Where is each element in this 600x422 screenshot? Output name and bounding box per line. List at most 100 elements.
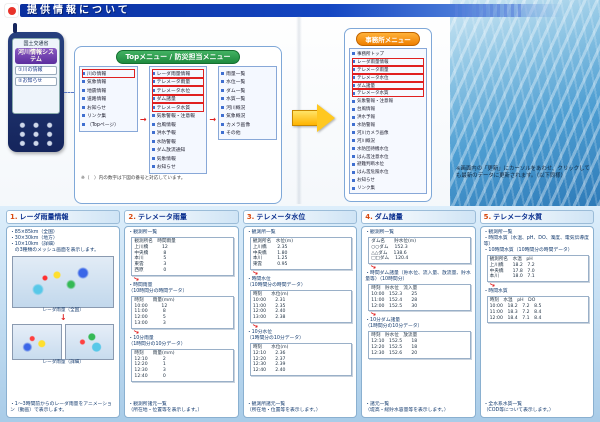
menu-item: 河川概況: [221, 103, 274, 112]
bousai-menu-list: レーダ雨量情報 テレメータ雨量 テレメータ水位 ダム諸量: [148, 66, 208, 174]
panel-section: ・時間水位 （10時間分の時間データ） 時刻 水位(m) 10:00 2.31 …: [246, 276, 353, 331]
menu-item: 気象警報・注意報: [151, 112, 205, 121]
bullet-square-icon: [151, 165, 155, 169]
menu-item: カメラ画像: [221, 120, 274, 129]
red-dot-icon: [7, 6, 16, 15]
phone-menu-list: ①川の情報 ②お知らせ: [14, 66, 58, 86]
bullet-square-icon: [151, 156, 155, 160]
bullet-square-icon: [82, 105, 85, 109]
mini-screenshot-table: 観測所名 時間雨量 上川橋 12 中央橋 8 本川 5 東雲 3 西原 0: [131, 237, 234, 276]
bullet-square-icon: [151, 105, 155, 109]
bullet-square-icon: [352, 76, 355, 80]
mini-screenshot-table: 時刻 水位(m) 10:00 2.31 11:00 2.35 12:00 2.4…: [249, 289, 353, 323]
menu-item: 河川カメラ画像: [352, 129, 424, 137]
panel-number: 4.: [365, 213, 373, 221]
bullet-square-icon: [221, 114, 225, 118]
top-menu-panel: Topメニュー / 防災担当メニュー 川の情報 気象情報 地震情報: [74, 46, 282, 204]
yellow-arrow-head: [317, 104, 335, 132]
panel-title: 1. レーダ雨量情報: [6, 210, 121, 224]
menu-item: 気象情報: [82, 78, 135, 87]
mini-screenshot-table: 観測所名 水位(m) 上川橋 2.35 中央橋 1.80 本川 1.25 東雲 …: [249, 237, 353, 270]
menu-item: 河川概況: [352, 137, 424, 145]
panel-section: ・観測所諸元一覧 （所在地・位置等を表示します。）: [128, 402, 234, 414]
red-arrow-icon: →: [209, 115, 217, 124]
bullet-square-icon: [352, 139, 355, 143]
bullet-square-icon: [82, 122, 85, 126]
section-bullet-text: ・観測所一覧 ・時間水質（水温、pH、DO、濁度、電気伝導度等） ・10時間水質…: [483, 230, 589, 253]
section-bullet-text: ・観測所一覧: [128, 230, 158, 235]
menu-item: ダム諸量: [352, 81, 424, 90]
panel-body: ・85×85km（全国） ・30×30km（地方） ・10×10km（詳細） の…: [6, 226, 121, 418]
title-bar: 提供情報について: [20, 4, 580, 17]
panel-number: 5.: [483, 213, 492, 221]
page-header: 提供情報について: [5, 3, 580, 18]
menu-item: テレメータ雨量: [352, 65, 424, 74]
bullet-square-icon: [352, 107, 355, 111]
phone-menu-item: ①川の情報: [15, 66, 57, 75]
panel-number: 2.: [128, 213, 136, 221]
photo-note-text: ※画面内の「更新」にカーソルをあわせ、クリックしても最新のデータに更新されます。…: [456, 166, 590, 179]
bullet-square-icon: [352, 155, 355, 159]
mini-screenshot-table: 時刻 雨量(mm) 10:00 12 11:00 8 12:00 5 13:00…: [131, 295, 234, 329]
bullet-square-icon: [82, 114, 85, 118]
menu-item: テレメータ水質: [352, 89, 424, 98]
section-bullet-text: ・観測所一覧: [246, 230, 276, 235]
bullet-square-icon: [151, 122, 155, 126]
section-bullet-text: ・10分ダム諸量 （1時間分の10分データ）: [365, 318, 423, 330]
menu-item: 地震情報: [82, 86, 135, 95]
menu-item: お知らせ: [82, 103, 135, 112]
bullet-square-icon: [82, 80, 85, 84]
menu-item: テレメータ水質: [151, 103, 205, 112]
section-bullet-text: ・時間水位 （10時間分の時間データ）: [246, 276, 306, 288]
panel-body: ・観測所一覧 ・時間水質（水温、pH、DO、濁度、電気伝導度等） ・10時間水質…: [479, 226, 595, 418]
panel-radar-rainfall: 1. レーダ雨量情報 ・85×85km（全国） ・30×30km（地方） ・10…: [6, 210, 121, 418]
menu-item: リンク集: [82, 112, 135, 121]
map-caption: レーダ雨量（全国）: [42, 308, 84, 313]
bullet-square-icon: [82, 88, 85, 92]
menu-item: 川の情報: [82, 69, 135, 78]
panel-section: ・諸元一覧 （堤高・総貯水容量等を表示します。）: [365, 402, 471, 414]
panel-section: ・全水系水質一覧 （COD等について表示します。）: [484, 402, 590, 414]
panel-section: ・10分雨量 （1時間分の10分データ） 時刻 雨量(mm) 12:10 2 1…: [128, 336, 234, 383]
bullet-square-icon: [221, 80, 225, 84]
panel-title: 2. テレメータ雨量: [124, 210, 239, 224]
panel-telemeter-water-quality: 5. テレメータ水質 ・観測所一覧 ・時間水質（水温、pH、DO、濁度、電気伝導…: [479, 210, 595, 418]
bullet-square-icon: [151, 71, 155, 75]
section-bullet-text: ・諸元一覧 （堤高・総貯水容量等を表示します。）: [365, 402, 449, 413]
bullet-square-icon: [151, 97, 155, 101]
menu-item: （Topページ）: [82, 120, 135, 129]
menu-item: レーダ雨量情報: [151, 69, 205, 78]
bullet-square-icon: [82, 71, 85, 75]
bullet-square-icon: [151, 139, 155, 143]
panel-telemeter-water-level: 3. テレメータ水位 ・観測所一覧 観測所名 水位(m) 上川橋 2.35 中央…: [242, 210, 358, 418]
menu-item: 水防団待機水位: [352, 145, 424, 153]
panel-body: ・観測所一覧 観測所名 水位(m) 上川橋 2.35 中央橋 1.80 本川 1…: [242, 226, 358, 418]
menu-item: 水防警報: [151, 137, 205, 146]
section-bullet-text: ・時間雨量 （10時間分の時間データ）: [128, 282, 188, 294]
bullet-square-icon: [221, 131, 225, 135]
phone-antenna: [13, 23, 17, 33]
agency-label: 国土交通省: [23, 41, 49, 47]
bullet-square-icon: [352, 68, 355, 72]
mini-screenshot-table: 時刻 貯水位 流入量 10:00 152.3 25 11:00 152.4 28…: [368, 284, 471, 312]
yellow-arrow-shaft: [292, 110, 317, 126]
section-bullet-text: ・観測所諸元一覧 （所在地・位置等を表示します。）: [246, 402, 321, 413]
menu-item: 道路情報: [82, 95, 135, 104]
panel-title: 4. ダム諸量: [361, 210, 476, 224]
bullet-square-icon: [352, 52, 355, 56]
menu-item: テレメータ雨量: [151, 77, 205, 86]
menu-item: ダム諸量: [151, 94, 205, 103]
menu-item: 水位一覧: [221, 78, 274, 87]
bullet-square-icon: [352, 60, 355, 64]
menu-item: その他: [221, 129, 274, 138]
panel-section: ・観測所諸元一覧 （所在地・位置等を表示します。）: [247, 402, 353, 414]
header-stripes-decoration: [455, 4, 525, 17]
bullet-square-icon: [221, 105, 225, 109]
panel-title-text: ダム諸量: [374, 213, 403, 221]
mini-screenshot-table: ダム名 貯水位(m) ○○ダム 152.3 △△ダム 138.6 □□ダム 12…: [368, 237, 471, 265]
panel-title: 5. テレメータ水質: [479, 210, 595, 224]
bullet-square-icon: [151, 131, 155, 135]
bullet-square-icon: [352, 99, 355, 103]
panel-title-text: テレメータ水質: [493, 213, 543, 221]
phone-screen: 国土交通省 河川情報システム ①川の情報 ②お知らせ: [12, 38, 60, 114]
